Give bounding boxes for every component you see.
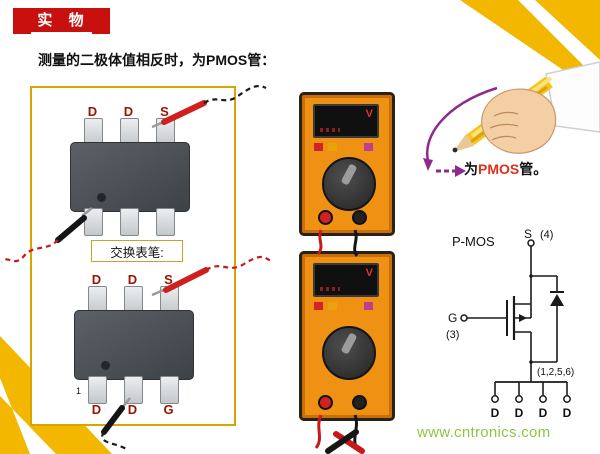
subtitle-text: 测量的二极体值相反时，为PMOS管：: [38, 52, 276, 68]
probe-jack-red: [318, 210, 333, 225]
probe-jack-red: [318, 395, 333, 410]
mosfet-arrow: [519, 314, 527, 322]
dial-pointer: [340, 163, 358, 186]
mosfet-chip-photo-1: D D S: [70, 104, 190, 254]
chip1-bottom-pin-2: [120, 208, 139, 236]
conclusion-prefix: 为: [464, 161, 478, 177]
meter-button-magenta: [364, 302, 373, 310]
display-volt-label: V: [365, 108, 373, 120]
chip1-bottom-pin-1: [84, 208, 103, 236]
triangle-white-stripe: [0, 378, 56, 454]
pencil-graphite: [452, 147, 458, 153]
chip1-pin-label-d2: D: [123, 104, 134, 119]
chip1-pin-label-d1: D: [87, 104, 98, 119]
multimeter-2: V: [299, 251, 395, 421]
chip2-pin-label-g: G: [163, 402, 174, 417]
source-label: S: [524, 227, 532, 241]
title-banner: 实 物: [13, 8, 110, 34]
schematic-title: P-MOS: [452, 234, 495, 249]
source-pin-number: (4): [540, 229, 553, 241]
conclusion-pmos: PMOS: [478, 161, 520, 177]
chip2-pin-label-d2: D: [127, 272, 138, 287]
probe-jack-black: [352, 210, 367, 225]
diode-triangle: [550, 294, 564, 306]
swap-probes-label: 交换表笔:: [91, 240, 183, 262]
pencil-tip-wood: [453, 134, 474, 152]
multimeter1-display: V: [313, 104, 379, 138]
node-dot: [529, 274, 533, 278]
probe-jack-black: [352, 395, 367, 410]
display-volt-label: V: [365, 267, 373, 279]
drain-terminal-3: [539, 395, 547, 403]
meter-button-red: [314, 302, 323, 310]
conclusion-suffix: 管。: [519, 161, 548, 177]
multimeter-1: V: [299, 92, 395, 236]
drain-terminal-1: [491, 395, 499, 403]
pmos-schematic: P-MOS S (4) G (3) (1,2,5,6) D D D D: [446, 227, 574, 420]
black-probe-handle: [325, 429, 359, 454]
dial-pointer: [340, 332, 358, 355]
banner-text: 实 物: [31, 9, 92, 34]
meter-button-yellow: [328, 302, 337, 310]
meter-button-magenta: [364, 143, 373, 151]
drain-terminal-4: [563, 395, 571, 403]
rotary-dial: [322, 157, 376, 211]
chip1-pin-label-s: S: [160, 104, 169, 119]
chip1-package-body: [70, 142, 190, 212]
gate-label: G: [448, 311, 457, 325]
drain-label-3: D: [539, 406, 548, 420]
drain-label-4: D: [563, 406, 572, 420]
conclusion-text: 为PMOS管。: [464, 159, 547, 179]
chip2-package-body: [74, 310, 194, 380]
drain-terminal-2: [515, 395, 523, 403]
chip2-bottom-pin-2: [124, 376, 143, 404]
chip1-bottom-pin-3: [156, 208, 175, 236]
multimeter2-display: V: [313, 263, 379, 297]
chip2-pin-label-s: S: [164, 272, 173, 287]
chip2-bottom-pin-3: [160, 376, 179, 404]
watermark-text: www.cntronics.com: [417, 424, 551, 441]
chip2-pin-label-bd1: D: [91, 402, 102, 417]
chip2-pin-label-d1: D: [91, 272, 102, 287]
red-probe-handle: [333, 431, 365, 454]
corner-decoration-top-right: [460, 0, 600, 95]
drain-pin-note: (1,2,5,6): [537, 367, 574, 378]
chip2-pin1-marker: 1: [76, 386, 82, 396]
gate-pin-number: (3): [446, 329, 459, 341]
finger-lines: [489, 111, 519, 141]
mosfet-chip-photo-2: D D S 1 D D G: [74, 272, 194, 422]
chip2-bottom-pin-1: [88, 376, 107, 404]
purple-curve-arrowhead: [423, 158, 433, 171]
display-segments: [320, 128, 340, 132]
drain-label-1: D: [491, 406, 500, 420]
drain-label-2: D: [515, 406, 524, 420]
display-segments: [320, 287, 340, 291]
source-terminal: [527, 239, 535, 247]
chip2-pin-label-bd2: D: [127, 402, 138, 417]
node-dot: [529, 360, 533, 364]
gate-terminal: [460, 314, 468, 322]
rotary-dial: [322, 326, 376, 380]
meter-button-yellow: [328, 143, 337, 151]
meter-button-red: [314, 143, 323, 151]
